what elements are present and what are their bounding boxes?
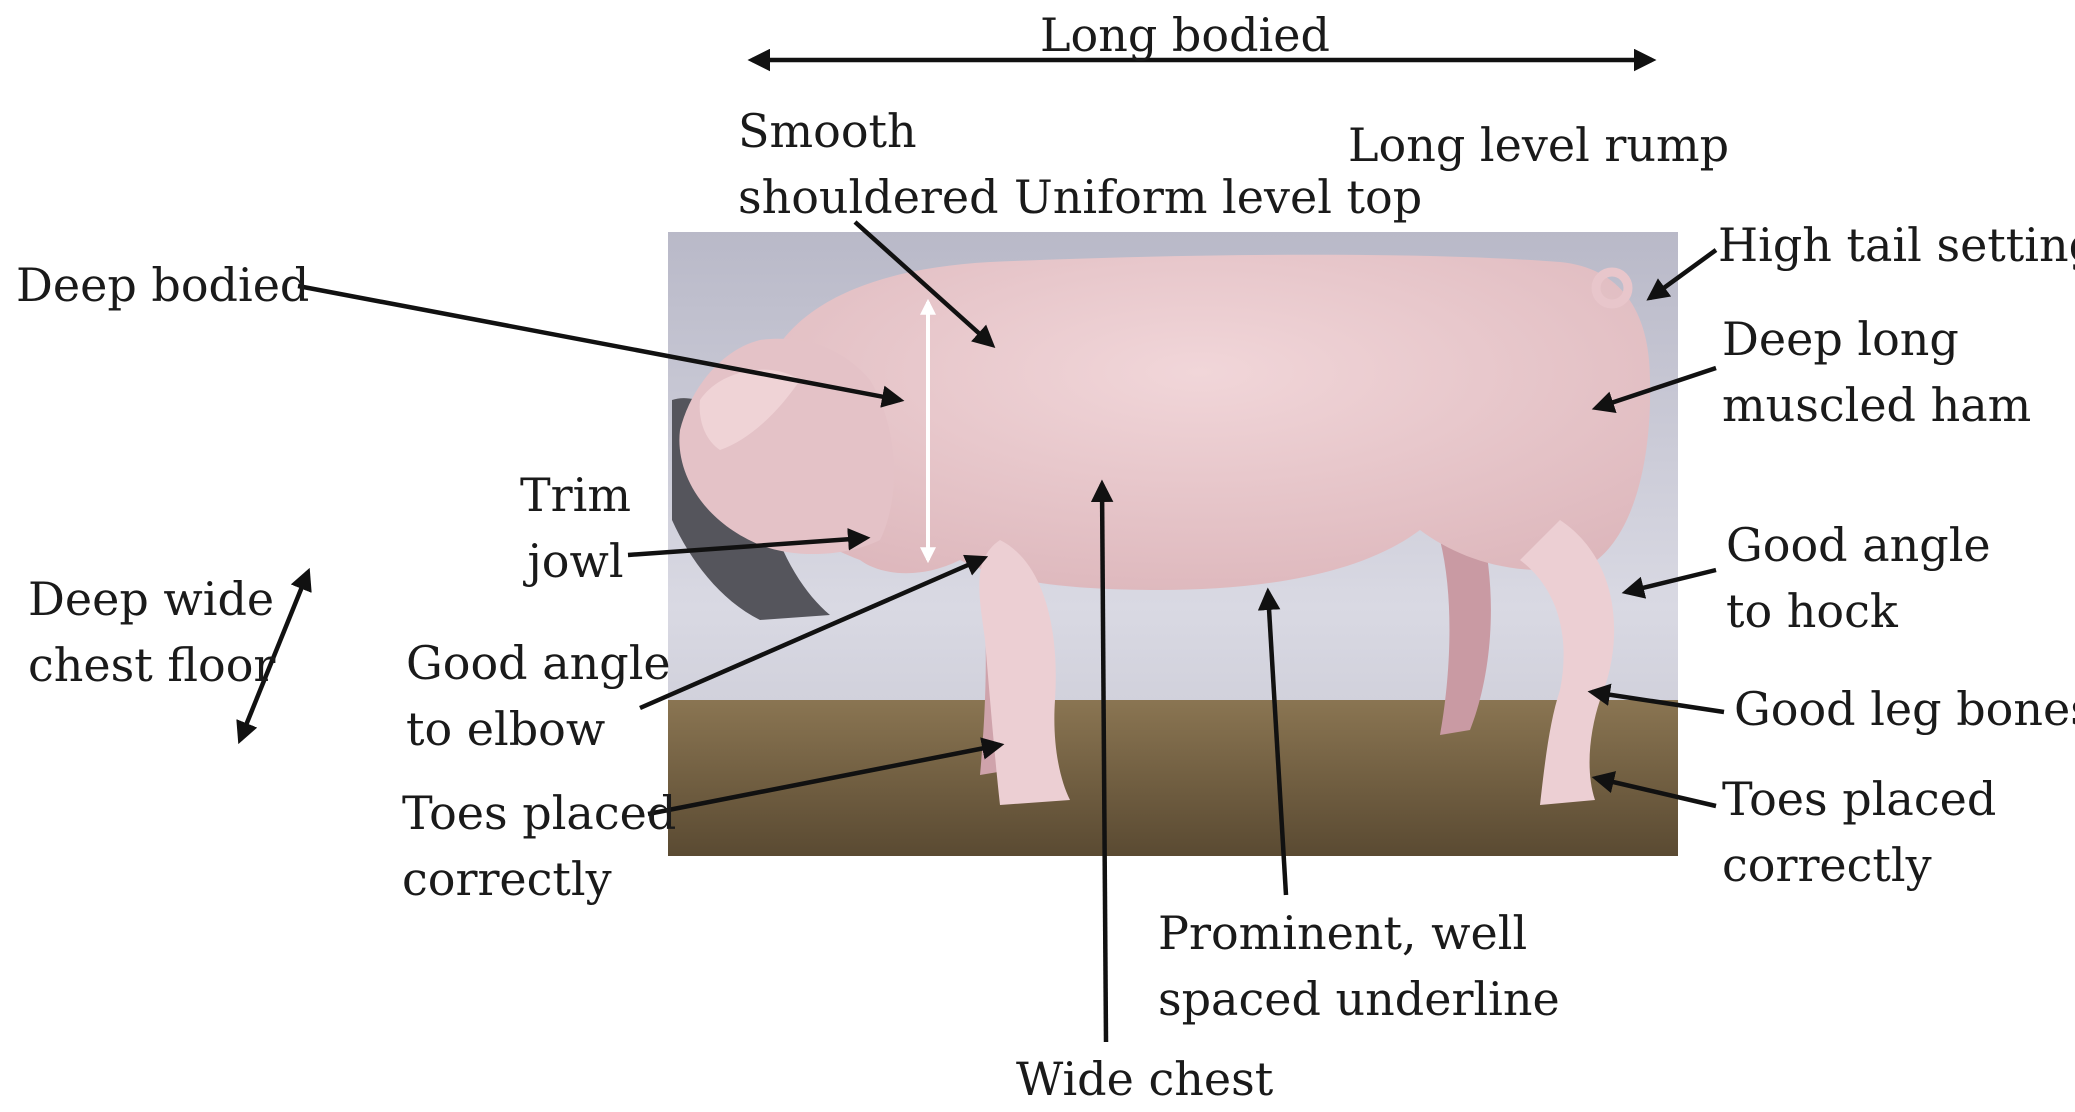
label-line: muscled ham (1722, 372, 2031, 438)
label-line: Prominent, well (1158, 900, 1560, 966)
label-good-angle-hock: Good angle to hock (1726, 512, 1991, 644)
label-line: Smooth (738, 98, 999, 164)
label-line: Toes placed (402, 780, 676, 846)
label-toes-left: Toes placed correctly (402, 780, 676, 912)
label-line: Toes placed (1722, 766, 1996, 832)
label-trim-jowl: Trim jowl (520, 462, 631, 594)
label-line: Good angle (406, 630, 671, 696)
label-line: Deep wide (28, 566, 275, 632)
label-line: to elbow (406, 696, 671, 762)
label-prominent-underline: Prominent, well spaced underline (1158, 900, 1560, 1032)
label-line: correctly (402, 846, 676, 912)
label-line: shouldered (738, 164, 999, 230)
label-line: to hock (1726, 578, 1991, 644)
label-line: Deep long (1722, 306, 2031, 372)
label-line: correctly (1722, 832, 1996, 898)
label-long-level-rump: Long level rump (1348, 112, 1729, 178)
label-smooth-shouldered: Smooth shouldered (738, 98, 999, 230)
label-good-leg-bones: Good leg bones (1734, 676, 2075, 742)
label-high-tail-setting: High tail setting (1718, 212, 2075, 278)
label-line: Trim (520, 462, 631, 528)
label-line: Good angle (1726, 512, 1991, 578)
label-toes-right: Toes placed correctly (1722, 766, 1996, 898)
label-line: jowl (520, 528, 631, 594)
label-deep-long-ham: Deep long muscled ham (1722, 306, 2031, 438)
label-deep-wide-chest-floor: Deep wide chest floor (28, 566, 275, 698)
label-line: spaced underline (1158, 966, 1560, 1032)
label-good-angle-elbow: Good angle to elbow (406, 630, 671, 762)
label-deep-bodied: Deep bodied (16, 252, 309, 318)
label-line: chest floor (28, 632, 275, 698)
photo-floor (668, 700, 1678, 856)
label-wide-chest: Wide chest (1016, 1046, 1273, 1112)
pig-photo (668, 232, 1678, 856)
label-long-bodied: Long bodied (1040, 2, 1330, 68)
